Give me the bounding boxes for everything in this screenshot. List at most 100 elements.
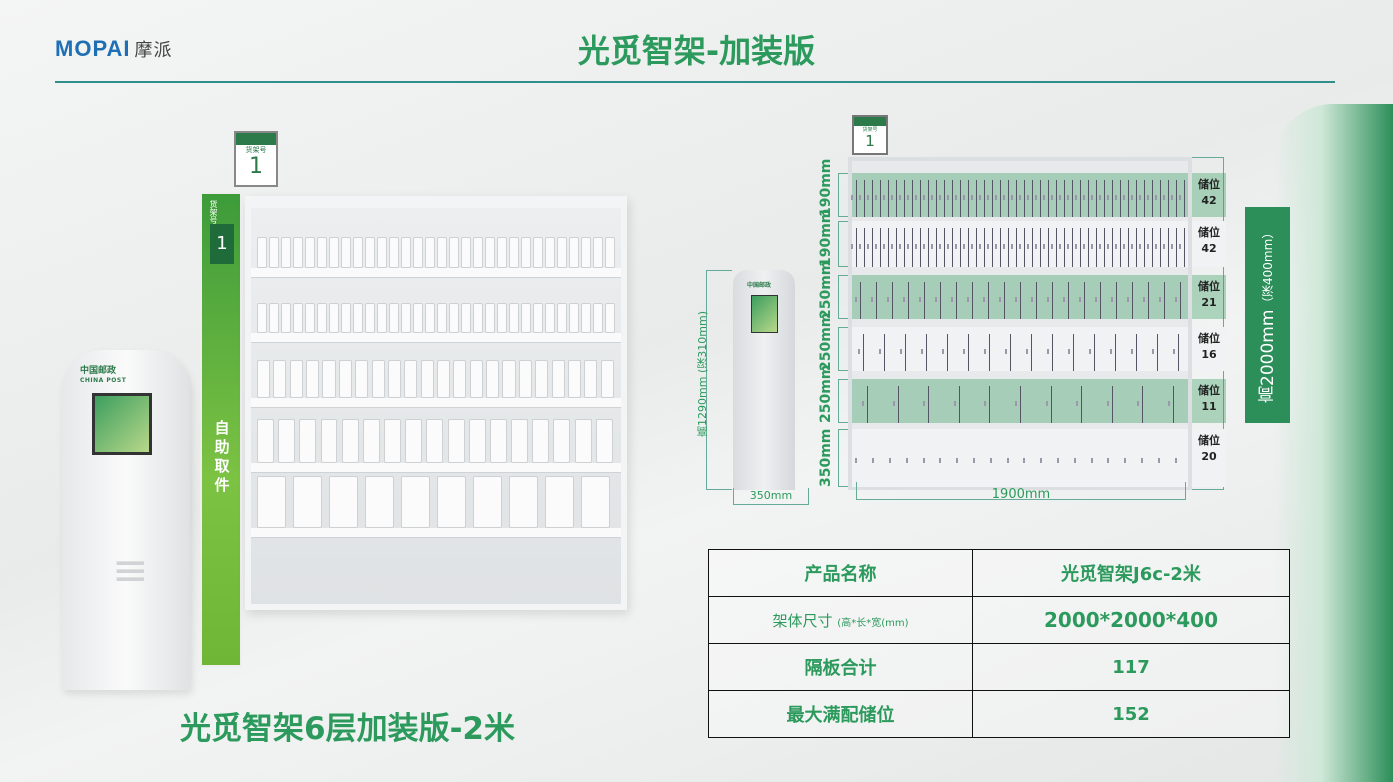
divider [855,227,857,267]
divider [967,333,969,371]
divider-card [581,237,591,268]
hook-icon [1067,195,1069,200]
divider-card [569,237,579,268]
hook-icon [955,244,957,249]
divider-card [509,303,519,333]
divider-card [401,237,411,268]
dimension-bracket [838,327,848,371]
divider [1072,179,1073,217]
hook-icon [1067,349,1070,354]
hook-icon [1011,244,1013,249]
divider [1079,179,1081,217]
shelf-illustration [245,196,627,610]
divider-card [557,237,567,268]
divider [1084,281,1085,319]
divider-card [389,303,399,333]
shelf-number-sign: 货架号 1 [852,115,888,155]
divider [860,281,861,319]
hook-icon [1059,195,1061,200]
divider-card [545,476,574,528]
hook-icon [1147,195,1149,200]
hook-icon [1046,349,1049,354]
hook-icon [999,297,1001,302]
hook-icon [902,297,905,302]
hook-icon [1003,195,1005,200]
divider [928,385,930,423]
divider-card [605,303,615,333]
divider [1120,227,1121,267]
divider [1111,385,1113,423]
hook-icon [934,297,937,302]
hook-icon [1099,195,1101,200]
divider-card [489,419,507,463]
divider [1168,179,1169,217]
hook-icon [1051,195,1053,200]
divider [1088,179,1089,217]
divider-card [322,360,336,398]
divider-card [509,237,519,268]
hook-icon [923,244,925,249]
hook-icon [947,244,949,249]
divider-card [278,419,296,463]
divider-card [257,360,271,398]
divider-card [401,303,411,333]
divider [992,227,993,267]
divider [1172,385,1174,423]
hook-icon [1023,458,1026,463]
divider [1064,227,1065,267]
hook-icon [1115,244,1117,249]
divider-card [509,476,538,528]
table-row: 架体尺寸 (高*长*宽(mm)2000*2000*400 [708,596,1290,644]
divider-card [413,237,423,268]
divider [1163,281,1165,319]
hook-icon [1047,297,1049,302]
divider-card [299,419,317,463]
shelf-number-sign: 货架号 1 [234,131,278,187]
divider [1088,227,1089,267]
divider-card [353,303,363,333]
hook-icon [923,195,925,200]
divider [1112,179,1113,217]
hook-icon [1174,458,1177,463]
divider-card [377,303,387,333]
divider-card [535,360,549,398]
divider-card [341,237,351,268]
divider [1128,179,1129,217]
divider [1144,179,1145,217]
hook-icon [883,195,885,200]
hook-icon [1109,349,1112,354]
divider [904,333,906,371]
hook-icon [889,458,891,463]
divider [1007,179,1009,217]
hook-icon [983,349,986,354]
divider [1120,179,1121,217]
divider [919,179,921,217]
divider [1081,385,1083,423]
divider-card [289,360,303,398]
divider-card [605,237,615,268]
divider [987,281,989,319]
divider-card [420,360,434,398]
shelf-row [851,221,1188,267]
divider-card [401,476,430,528]
divider-card [518,360,532,398]
divider-card [437,360,451,398]
divider [976,179,977,217]
hook-icon [1015,297,1017,302]
divider-card [426,419,444,463]
divider-card [533,303,543,333]
divider [872,227,873,267]
shelf-board [251,333,621,343]
hook-icon [870,297,873,302]
shelf-board [251,463,621,473]
divider [1016,227,1017,267]
divider [912,179,913,217]
decorative-green-band [1273,104,1393,782]
divider [1024,227,1025,267]
divider-card [497,303,507,333]
hook-icon [962,349,965,354]
hook-icon [1043,244,1045,249]
hook-icon [890,195,893,200]
